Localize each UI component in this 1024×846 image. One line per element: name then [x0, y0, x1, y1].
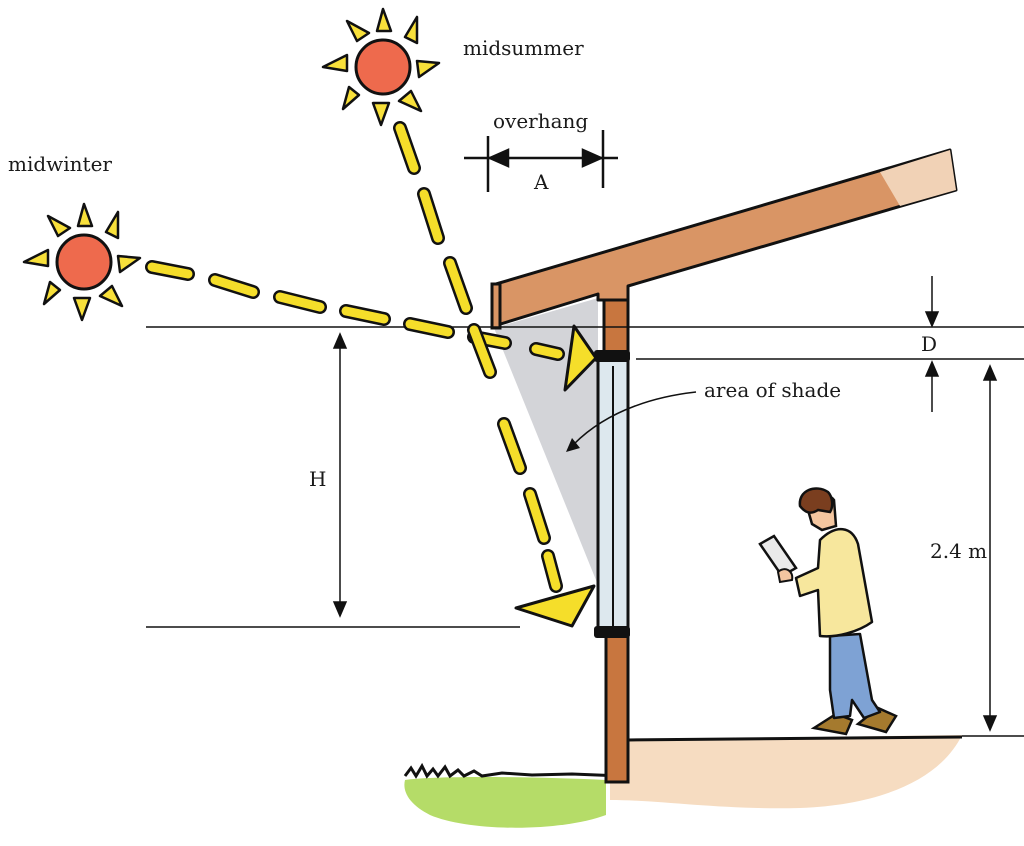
window-head-bracket: [594, 350, 630, 362]
height-h-label: H: [309, 467, 327, 491]
person-boots: [810, 706, 898, 736]
shade-pointer-arrowhead: [566, 438, 580, 452]
height-h-dimension: [332, 332, 348, 618]
midwinter-sun-icon: [22, 202, 142, 322]
grass-patch: [404, 777, 606, 828]
overhang-label: overhang: [493, 109, 589, 133]
window-height-label: 2.4 m: [930, 539, 988, 563]
midwinter-label: midwinter: [8, 152, 112, 176]
ground-earth: [610, 735, 962, 809]
roof-highlight: [880, 150, 956, 206]
person-hand: [776, 568, 794, 584]
midsummer-label: midsummer: [463, 36, 584, 60]
midsummer-beam-fill: [395, 123, 561, 591]
window-height-dimension: [982, 364, 998, 732]
shade-pointer-arrow: [573, 391, 697, 445]
depth-d-label: D: [921, 332, 938, 356]
area-of-shade-label: area of shade: [704, 378, 842, 402]
person-reading: [758, 487, 898, 736]
person-jeans: [828, 632, 882, 720]
overhang-dimension: [464, 130, 618, 192]
tablet-device: [758, 534, 798, 578]
midsummer-beam-arrowhead: [514, 584, 596, 628]
roof-eave: [492, 148, 958, 328]
person-hair: [798, 487, 834, 514]
midwinter-beam-arrowhead: [563, 324, 598, 392]
midsummer-sun-icon: [321, 7, 441, 127]
overhang-a-label: A: [534, 170, 549, 194]
grass-edge: [403, 762, 623, 779]
window-sill-bracket: [594, 626, 630, 638]
fascia: [490, 282, 502, 330]
person-jacket: [794, 528, 874, 638]
depth-d-dimension: [924, 276, 940, 412]
wall-lower: [604, 634, 630, 784]
